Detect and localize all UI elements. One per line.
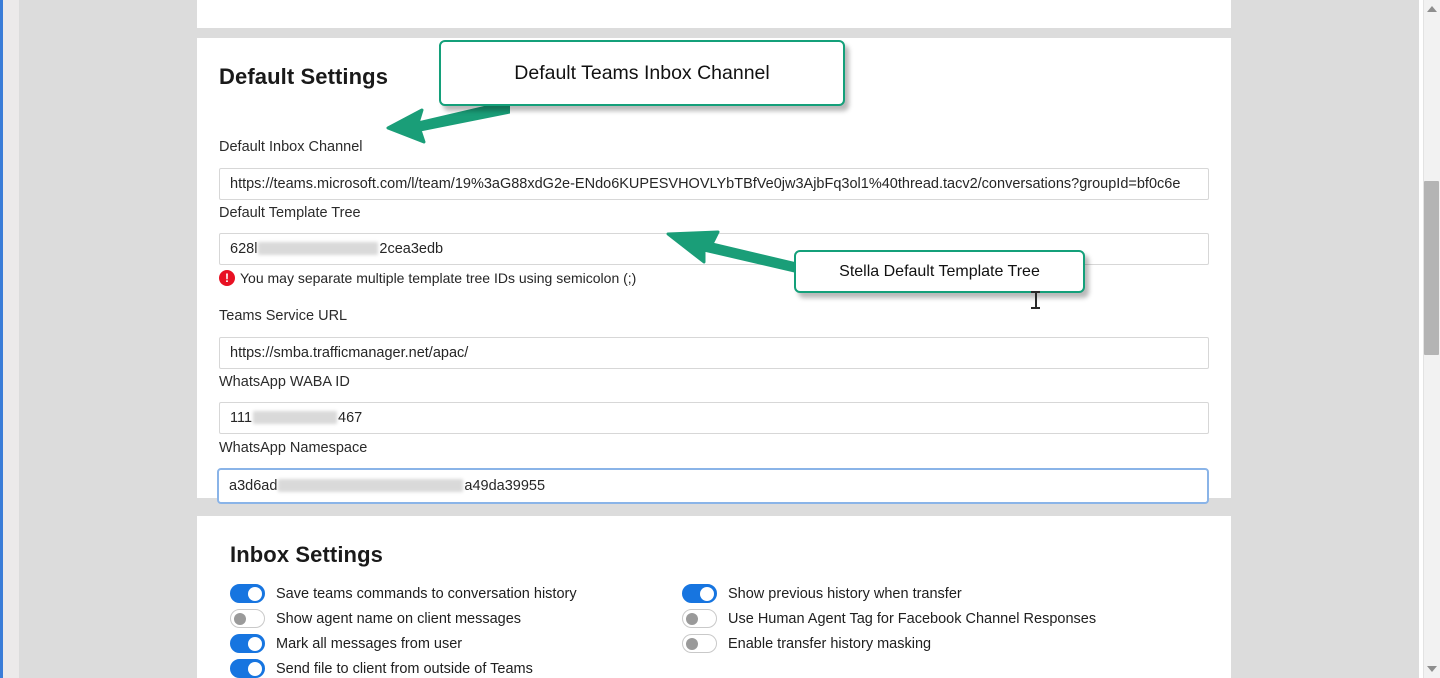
redaction-block-namespace [278,478,464,492]
template-tree-hint-row: ! You may separate multiple template tre… [219,270,636,286]
toggle-label-mark-all-messages: Mark all messages from user [276,635,463,652]
toggle-row-send-file-to-client[interactable]: Send file to client from outside of Team… [230,659,533,678]
redaction-block-template-tree [258,241,379,255]
default-settings-card: Default Settings Default Inbox Channel h… [197,38,1231,504]
value-whatsapp-waba-id-suffix: 467 [338,410,363,426]
callout-text-template-tree: Stella Default Template Tree [839,262,1040,280]
label-whatsapp-namespace: WhatsApp Namespace [219,440,368,456]
callout-stella-default-template-tree: Stella Default Template Tree [794,250,1085,293]
vertical-scrollbar-thumb[interactable] [1424,181,1439,355]
input-whatsapp-namespace[interactable]: a3d6ad a49da39955 [217,468,1209,504]
input-teams-service-url[interactable]: https://smba.trafficmanager.net/apac/ [219,337,1209,369]
left-gutter [3,0,19,678]
callout-default-teams-inbox-channel: Default Teams Inbox Channel [439,40,845,106]
left-accent-bar [0,0,3,678]
toggle-switch-send-file-to-client[interactable] [230,659,265,678]
input-default-inbox-channel[interactable]: https://teams.microsoft.com/l/team/19%3a… [219,168,1209,200]
template-tree-hint-text: You may separate multiple template tree … [240,270,637,286]
value-default-template-tree-prefix: 628l [230,241,258,257]
vertical-scrollbar-track[interactable] [1423,0,1440,678]
toggle-switch-save-teams-commands[interactable] [230,584,265,603]
toggle-label-save-teams-commands: Save teams commands to conversation hist… [276,585,577,602]
toggle-label-show-previous-history: Show previous history when transfer [728,585,962,602]
value-teams-service-url: https://smba.trafficmanager.net/apac/ [230,345,469,361]
value-whatsapp-namespace-suffix: a49da39955 [464,478,546,494]
redaction-block-waba-id [253,410,338,424]
toggle-label-transfer-history-masking: Enable transfer history masking [728,635,932,652]
toggle-row-mark-all-messages[interactable]: Mark all messages from user [230,634,462,653]
callout-text-inbox-channel: Default Teams Inbox Channel [514,61,770,84]
text-cursor-ibeam [1031,290,1040,310]
toggle-switch-show-agent-name[interactable] [230,609,265,628]
default-settings-title: Default Settings [219,64,389,89]
error-icon: ! [219,270,235,286]
label-whatsapp-waba-id: WhatsApp WABA ID [219,374,350,390]
label-default-template-tree: Default Template Tree [219,205,361,221]
value-default-inbox-channel: https://teams.microsoft.com/l/team/19%3a… [230,176,1181,192]
inbox-settings-title: Inbox Settings [230,542,383,567]
toggle-switch-transfer-history-masking[interactable] [682,634,717,653]
label-default-inbox-channel: Default Inbox Channel [219,139,363,155]
label-teams-service-url: Teams Service URL [219,308,348,324]
toggle-switch-show-previous-history[interactable] [682,584,717,603]
toggle-label-show-agent-name: Show agent name on client messages [276,610,522,627]
toggle-label-send-file-to-client: Send file to client from outside of Team… [276,660,533,677]
inbox-settings-card: Inbox Settings Save teams commands to co… [197,516,1231,678]
toggle-label-human-agent-tag: Use Human Agent Tag for Facebook Channel… [728,610,1097,627]
toggle-switch-human-agent-tag[interactable] [682,609,717,628]
toggle-switch-mark-all-messages[interactable] [230,634,265,653]
toggle-row-human-agent-tag[interactable]: Use Human Agent Tag for Facebook Channel… [682,609,1096,628]
value-whatsapp-waba-id-prefix: 111 [230,410,253,426]
toggle-row-show-previous-history[interactable]: Show previous history when transfer [682,584,962,603]
scroll-down-arrow-icon[interactable] [1427,666,1437,672]
toggle-row-transfer-history-masking[interactable]: Enable transfer history masking [682,634,931,653]
value-whatsapp-namespace-prefix: a3d6ad [229,478,278,494]
toggle-row-save-teams-commands[interactable]: Save teams commands to conversation hist… [230,584,577,603]
value-default-template-tree-suffix: 2cea3edb [379,241,444,257]
toggle-row-show-agent-name[interactable]: Show agent name on client messages [230,609,521,628]
scroll-up-arrow-icon[interactable] [1427,6,1437,12]
input-whatsapp-waba-id[interactable]: 111 467 [219,402,1209,434]
previous-settings-card [197,0,1231,28]
